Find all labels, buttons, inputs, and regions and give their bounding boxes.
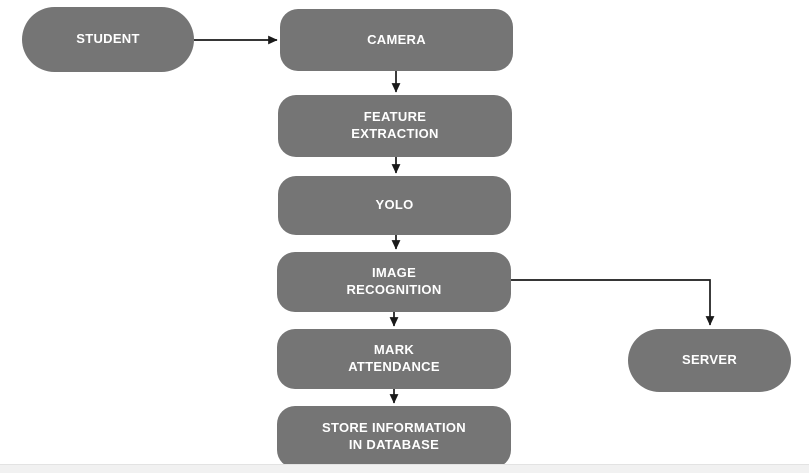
node-camera[interactable]: CAMERA	[280, 9, 513, 71]
node-feature-extraction-label: FEATURE EXTRACTION	[351, 109, 439, 141]
connector-image-recognition-to-server	[508, 279, 715, 326]
node-mark-attendance[interactable]: MARK ATTENDANCE	[277, 329, 511, 389]
node-store-information[interactable]: STORE INFORMATION IN DATABASE	[277, 406, 511, 468]
node-server-label: SERVER	[681, 352, 738, 368]
bottom-strip-body	[0, 465, 809, 473]
node-student[interactable]: STUDENT	[22, 7, 194, 72]
bottom-strip	[0, 464, 809, 473]
node-yolo-label: YOLO	[375, 197, 414, 213]
node-feature-extraction[interactable]: FEATURE EXTRACTION	[278, 95, 512, 157]
node-yolo[interactable]: YOLO	[278, 176, 511, 235]
node-image-recognition-label: IMAGE RECOGNITION	[346, 265, 442, 297]
bottom-strip-divider	[0, 464, 809, 465]
node-store-information-label: STORE INFORMATION IN DATABASE	[321, 420, 466, 452]
node-image-recognition[interactable]: IMAGE RECOGNITION	[277, 252, 511, 312]
node-student-label: STUDENT	[76, 31, 140, 47]
node-server[interactable]: SERVER	[628, 329, 791, 392]
node-mark-attendance-label: MARK ATTENDANCE	[348, 342, 440, 374]
node-camera-label: CAMERA	[367, 31, 426, 47]
